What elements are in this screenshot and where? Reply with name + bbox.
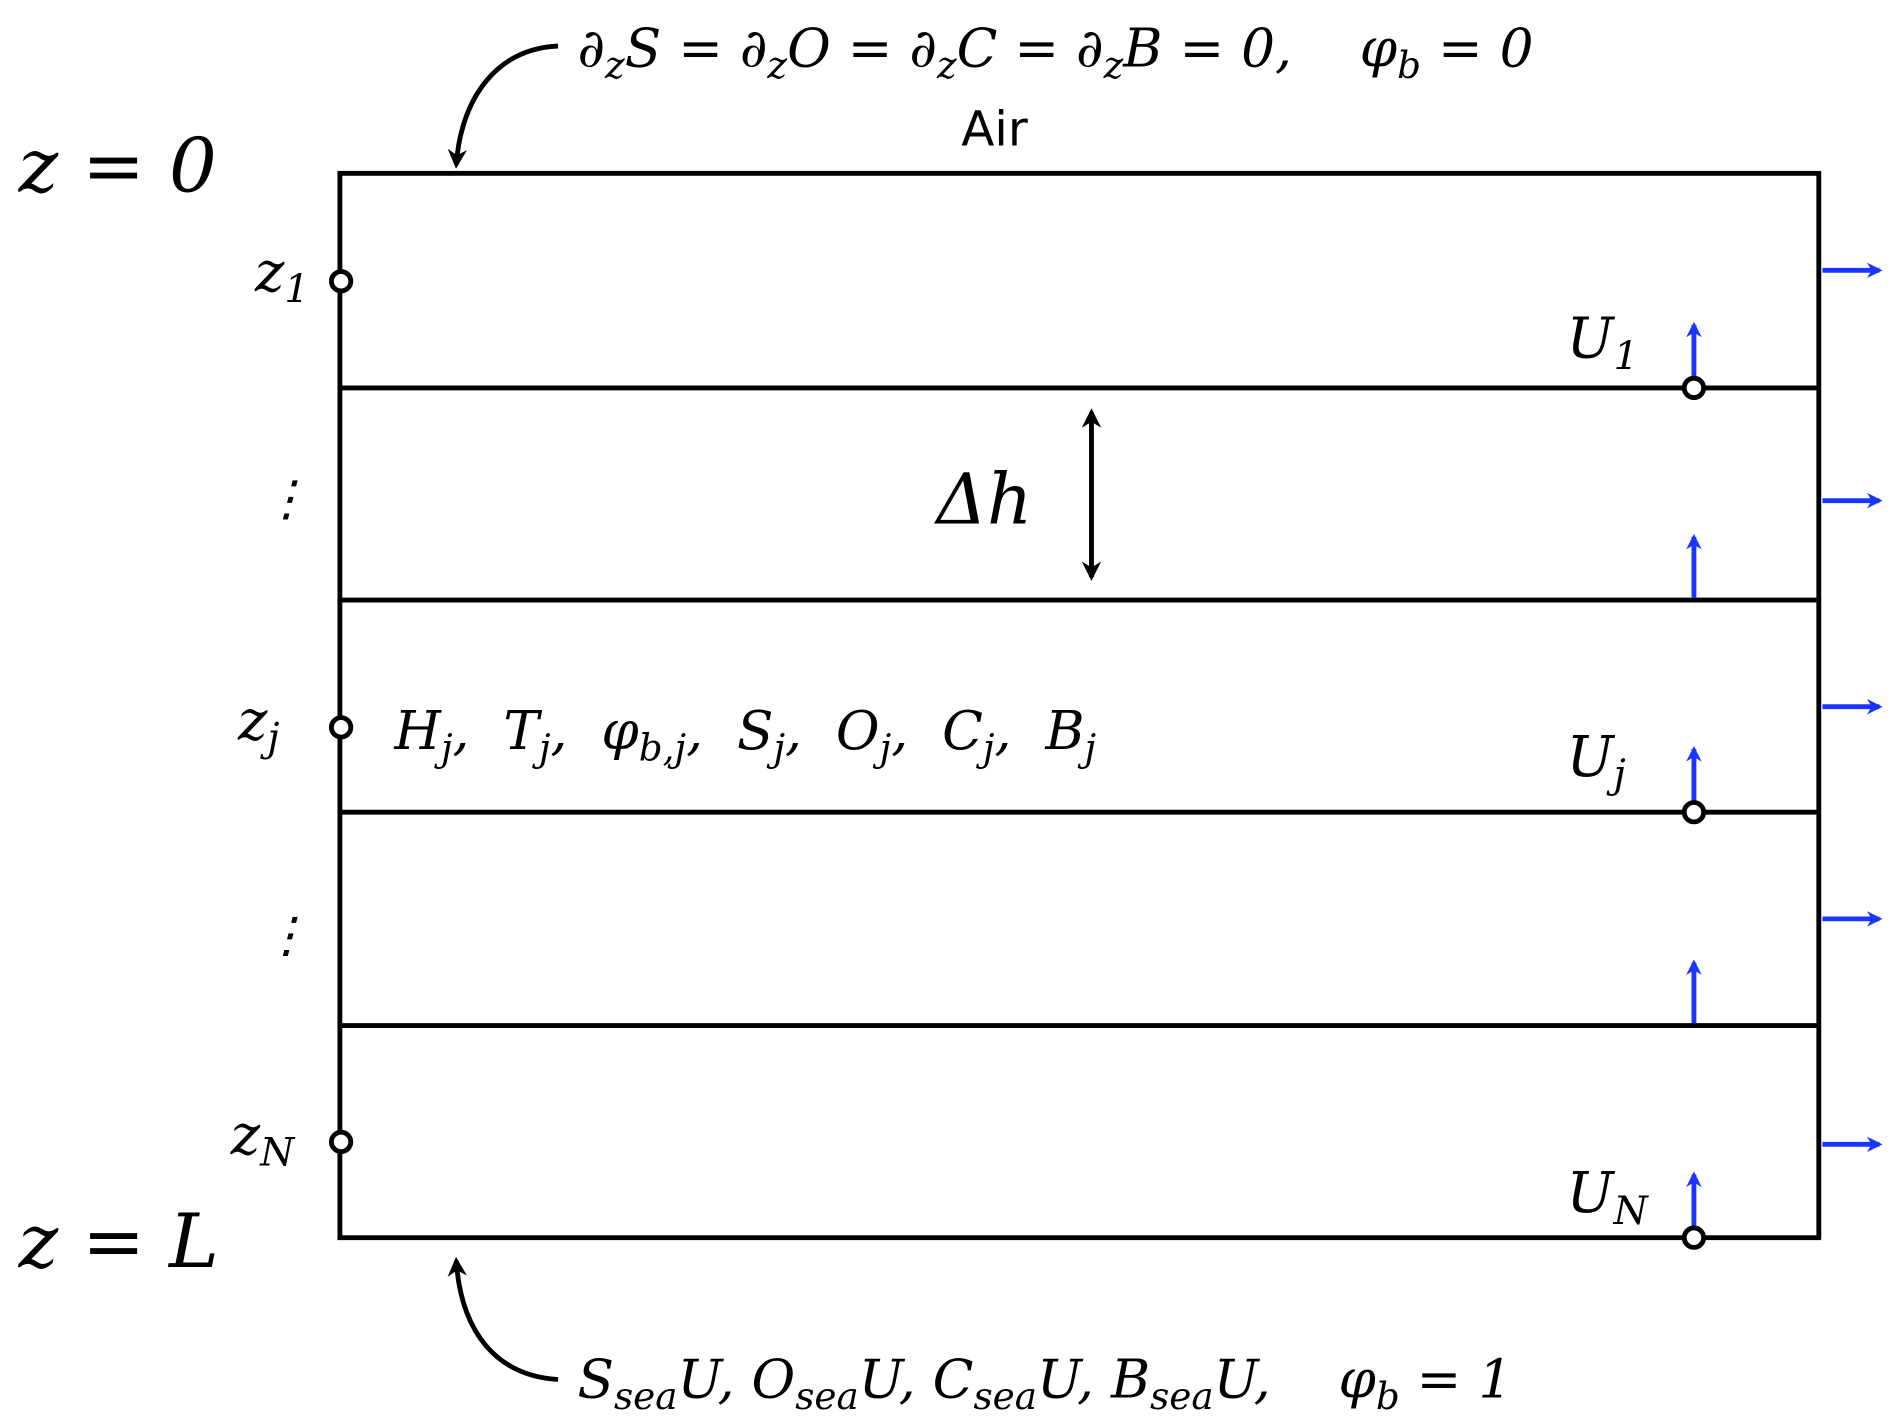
interface-node [1681, 800, 1707, 825]
math-subscript: sea [1150, 1374, 1214, 1418]
math-text: z [230, 1103, 261, 1168]
math-subscript: N [259, 1131, 296, 1176]
math-subscript: N [1613, 1189, 1650, 1234]
math-text: , φ [551, 699, 640, 762]
math-text: z = 0 [18, 122, 217, 210]
math-text: Δh [933, 459, 1032, 541]
math-subscript: 1 [284, 268, 309, 313]
cell-center-node [328, 715, 354, 740]
math-text: U, O [678, 1348, 796, 1411]
math-text: ∂ [577, 17, 605, 80]
math-text: , O [785, 699, 880, 762]
bottom-boundary-condition: SseaU, OseaU, CseaU, BseaU, φb = 1 [577, 1348, 1512, 1418]
math-text: U [1567, 307, 1616, 372]
math-text: S = ∂ [625, 17, 768, 80]
math-text: S [577, 1348, 614, 1411]
math-subscript: b [1397, 43, 1421, 87]
cell-center-node [328, 269, 354, 294]
lateral-flux-arrows [1822, 262, 1883, 1153]
math-text: z = L [18, 1197, 219, 1285]
math-text: B = 0, φ [1122, 17, 1397, 80]
math-subscript: sea [973, 1374, 1037, 1418]
math-text: z [237, 688, 268, 753]
math-text: = 1 [1400, 1348, 1513, 1411]
math-text: = 0 [1421, 17, 1534, 80]
air-label: Air [961, 101, 1028, 157]
layer-variables: Hj, Tj, φb,j, Sj, Oj, Cj, Bj [393, 699, 1096, 769]
cell-center-node [328, 1129, 354, 1155]
UN-label: UN [1567, 1161, 1650, 1234]
column-outline [337, 170, 1822, 1241]
math-subscript: z [766, 43, 787, 87]
z1-label: z1 [254, 240, 309, 313]
math-text: U, φ [1214, 1348, 1377, 1411]
math-subscript: b,j [639, 725, 687, 769]
math-subscript: z [1103, 43, 1124, 87]
math-text: U [1567, 1161, 1616, 1226]
Uj-label: Uj [1567, 725, 1626, 798]
interface-node [1681, 1225, 1707, 1250]
math-subscript: z [604, 43, 625, 87]
math-text: , S [686, 699, 773, 762]
zj-label: zj [237, 688, 279, 761]
vertical-ellipsis: ⋮ [262, 908, 310, 964]
U1-label: U1 [1567, 307, 1639, 380]
math-text: H [393, 699, 442, 762]
layer-thickness-label: Δh [933, 459, 1032, 541]
zN-label: zN [230, 1103, 296, 1176]
math-subscript: b [1376, 1374, 1400, 1418]
vertical-ellipsis: ⋮ [262, 471, 310, 527]
math-text: C = ∂ [957, 17, 1104, 80]
bottom-depth-label: z = L [18, 1197, 219, 1285]
interface-node [1681, 375, 1707, 401]
math-subscript: 1 [1614, 334, 1639, 379]
math-text: O = ∂ [787, 17, 937, 80]
math-subscript: sea [614, 1374, 678, 1418]
math-text: z [254, 240, 285, 305]
curved-arrow-icon [447, 43, 559, 169]
top-depth-label: z = 0 [18, 122, 217, 210]
math-text: U, C [859, 1348, 974, 1411]
math-text: , C [891, 699, 983, 762]
math-subscript: sea [795, 1374, 859, 1418]
math-text: U [1567, 725, 1616, 790]
layer-dividers [339, 385, 1819, 1028]
math-text: , T [453, 699, 543, 762]
curved-arrow-icon [447, 1256, 559, 1382]
math-subscript: z [936, 43, 957, 87]
math-text: , B [994, 699, 1084, 762]
top-boundary-condition: ∂zS = ∂zO = ∂zC = ∂zB = 0, φb = 0 [577, 17, 1533, 87]
math-text: U, B [1037, 1348, 1150, 1411]
